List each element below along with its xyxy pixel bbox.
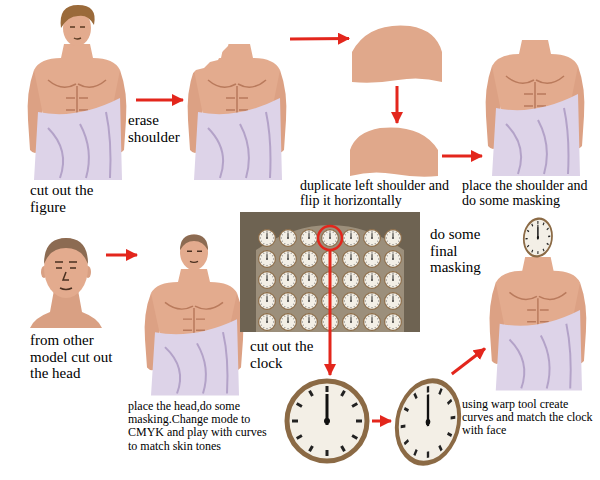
figure-illustration — [524, 217, 552, 258]
step-arrow — [329, 332, 332, 375]
step-caption: place the shoulder and do some masking — [462, 178, 594, 209]
clock-wall-photo — [280, 314, 297, 331]
head-illustration — [55, 262, 77, 290]
clock-wall-photo — [301, 272, 318, 289]
clock-wall-photo — [364, 251, 381, 268]
highlight-line — [329, 250, 332, 332]
figure-illustration — [61, 5, 95, 28]
clock-wall-photo — [343, 230, 360, 247]
figure-illustration — [489, 257, 586, 390]
figure-illustration — [28, 5, 127, 180]
step-arrow — [106, 253, 137, 256]
clock-wall-photo — [259, 251, 276, 268]
step-image: from other model cut out the head — [30, 228, 102, 328]
clock-wall-photo — [343, 251, 360, 268]
clock-wall-photo — [301, 314, 318, 331]
step-caption: cut out the clock — [250, 338, 322, 371]
figure-illustration — [180, 235, 208, 270]
clock-wall-photo — [240, 212, 420, 332]
step-caption: do some final masking — [430, 226, 490, 276]
figure-illustration — [489, 217, 586, 390]
clock-wall-photo — [280, 272, 297, 289]
step-arrow — [372, 420, 391, 423]
step-caption: using warp tool create curves and match … — [462, 398, 594, 438]
figure-illustration — [145, 235, 244, 396]
figure-illustration — [145, 269, 244, 395]
clock-wall-photo — [280, 230, 297, 247]
figure-illustration — [180, 235, 208, 251]
step-image: place the head,do some masking.Change mo… — [140, 228, 248, 396]
figure-illustration — [486, 40, 585, 176]
clock-wall-photo — [301, 293, 318, 310]
clock-wall-photo — [385, 272, 402, 289]
step-arrow — [442, 155, 482, 158]
head-illustration — [30, 238, 102, 328]
step-image: cut out the figure — [22, 2, 132, 180]
figure-illustration — [70, 27, 85, 39]
head-illustration — [44, 238, 88, 298]
step-caption: duplicate left shoulder and flip it hori… — [300, 178, 458, 209]
figure-illustration — [178, 30, 286, 180]
step-image: erase shoulder — [186, 2, 286, 187]
clock-illustration — [287, 381, 367, 461]
step-image — [352, 20, 442, 82]
highlight-circle — [318, 226, 342, 250]
clock-wall-photo — [240, 212, 420, 332]
clock-wall-photo — [364, 314, 381, 331]
clock-wall-photo — [385, 293, 402, 310]
step-arrow — [452, 349, 485, 375]
clock-wall-photo — [259, 293, 276, 310]
step-image: do some final masking — [488, 218, 590, 392]
step-caption: cut out the figure — [30, 182, 115, 215]
step-image: duplicate left shoulder and flip it hori… — [350, 126, 438, 176]
clock-wall-photo — [343, 293, 360, 310]
shoulder-illustration — [350, 127, 438, 176]
head-illustration — [44, 238, 88, 264]
clock-wall-photo — [385, 230, 402, 247]
shoulder-illustration — [352, 26, 442, 83]
step-image: using warp tool create curves and match … — [394, 378, 462, 466]
clock-wall-photo — [280, 293, 297, 310]
step-image: cut out the clock — [286, 378, 368, 464]
clock-wall-photo — [259, 272, 276, 289]
clock-wall-photo — [240, 212, 420, 332]
figure-illustration — [187, 251, 202, 262]
clock-wall-photo — [301, 251, 318, 268]
clock-wall-photo — [385, 314, 402, 331]
step-arrow — [136, 98, 183, 101]
clock-wall-photo — [364, 293, 381, 310]
figure-illustration — [486, 40, 585, 176]
clock-wall-photo — [322, 230, 339, 247]
step-image — [240, 212, 420, 332]
step-arrow — [395, 86, 398, 123]
clock-wall-photo — [364, 272, 381, 289]
clock-wall-photo — [301, 230, 318, 247]
clock-wall-photo — [259, 314, 276, 331]
clock-wall-photo — [364, 230, 381, 247]
step-caption: place the head,do some masking.Change mo… — [128, 400, 278, 453]
clock-wall-photo — [259, 230, 276, 247]
step-image: place the shoulder and do some masking — [485, 2, 590, 178]
figure-illustration — [178, 30, 232, 80]
step-caption: erase shoulder — [128, 112, 186, 145]
clock-wall-photo — [385, 251, 402, 268]
figure-illustration — [28, 44, 127, 180]
clock-wall-photo — [280, 251, 297, 268]
clock-illustration — [397, 376, 459, 469]
step-arrow — [290, 37, 349, 40]
step-caption: from other model cut out the head — [30, 332, 130, 382]
clock-wall-photo — [343, 272, 360, 289]
clock-wall-photo — [343, 314, 360, 331]
